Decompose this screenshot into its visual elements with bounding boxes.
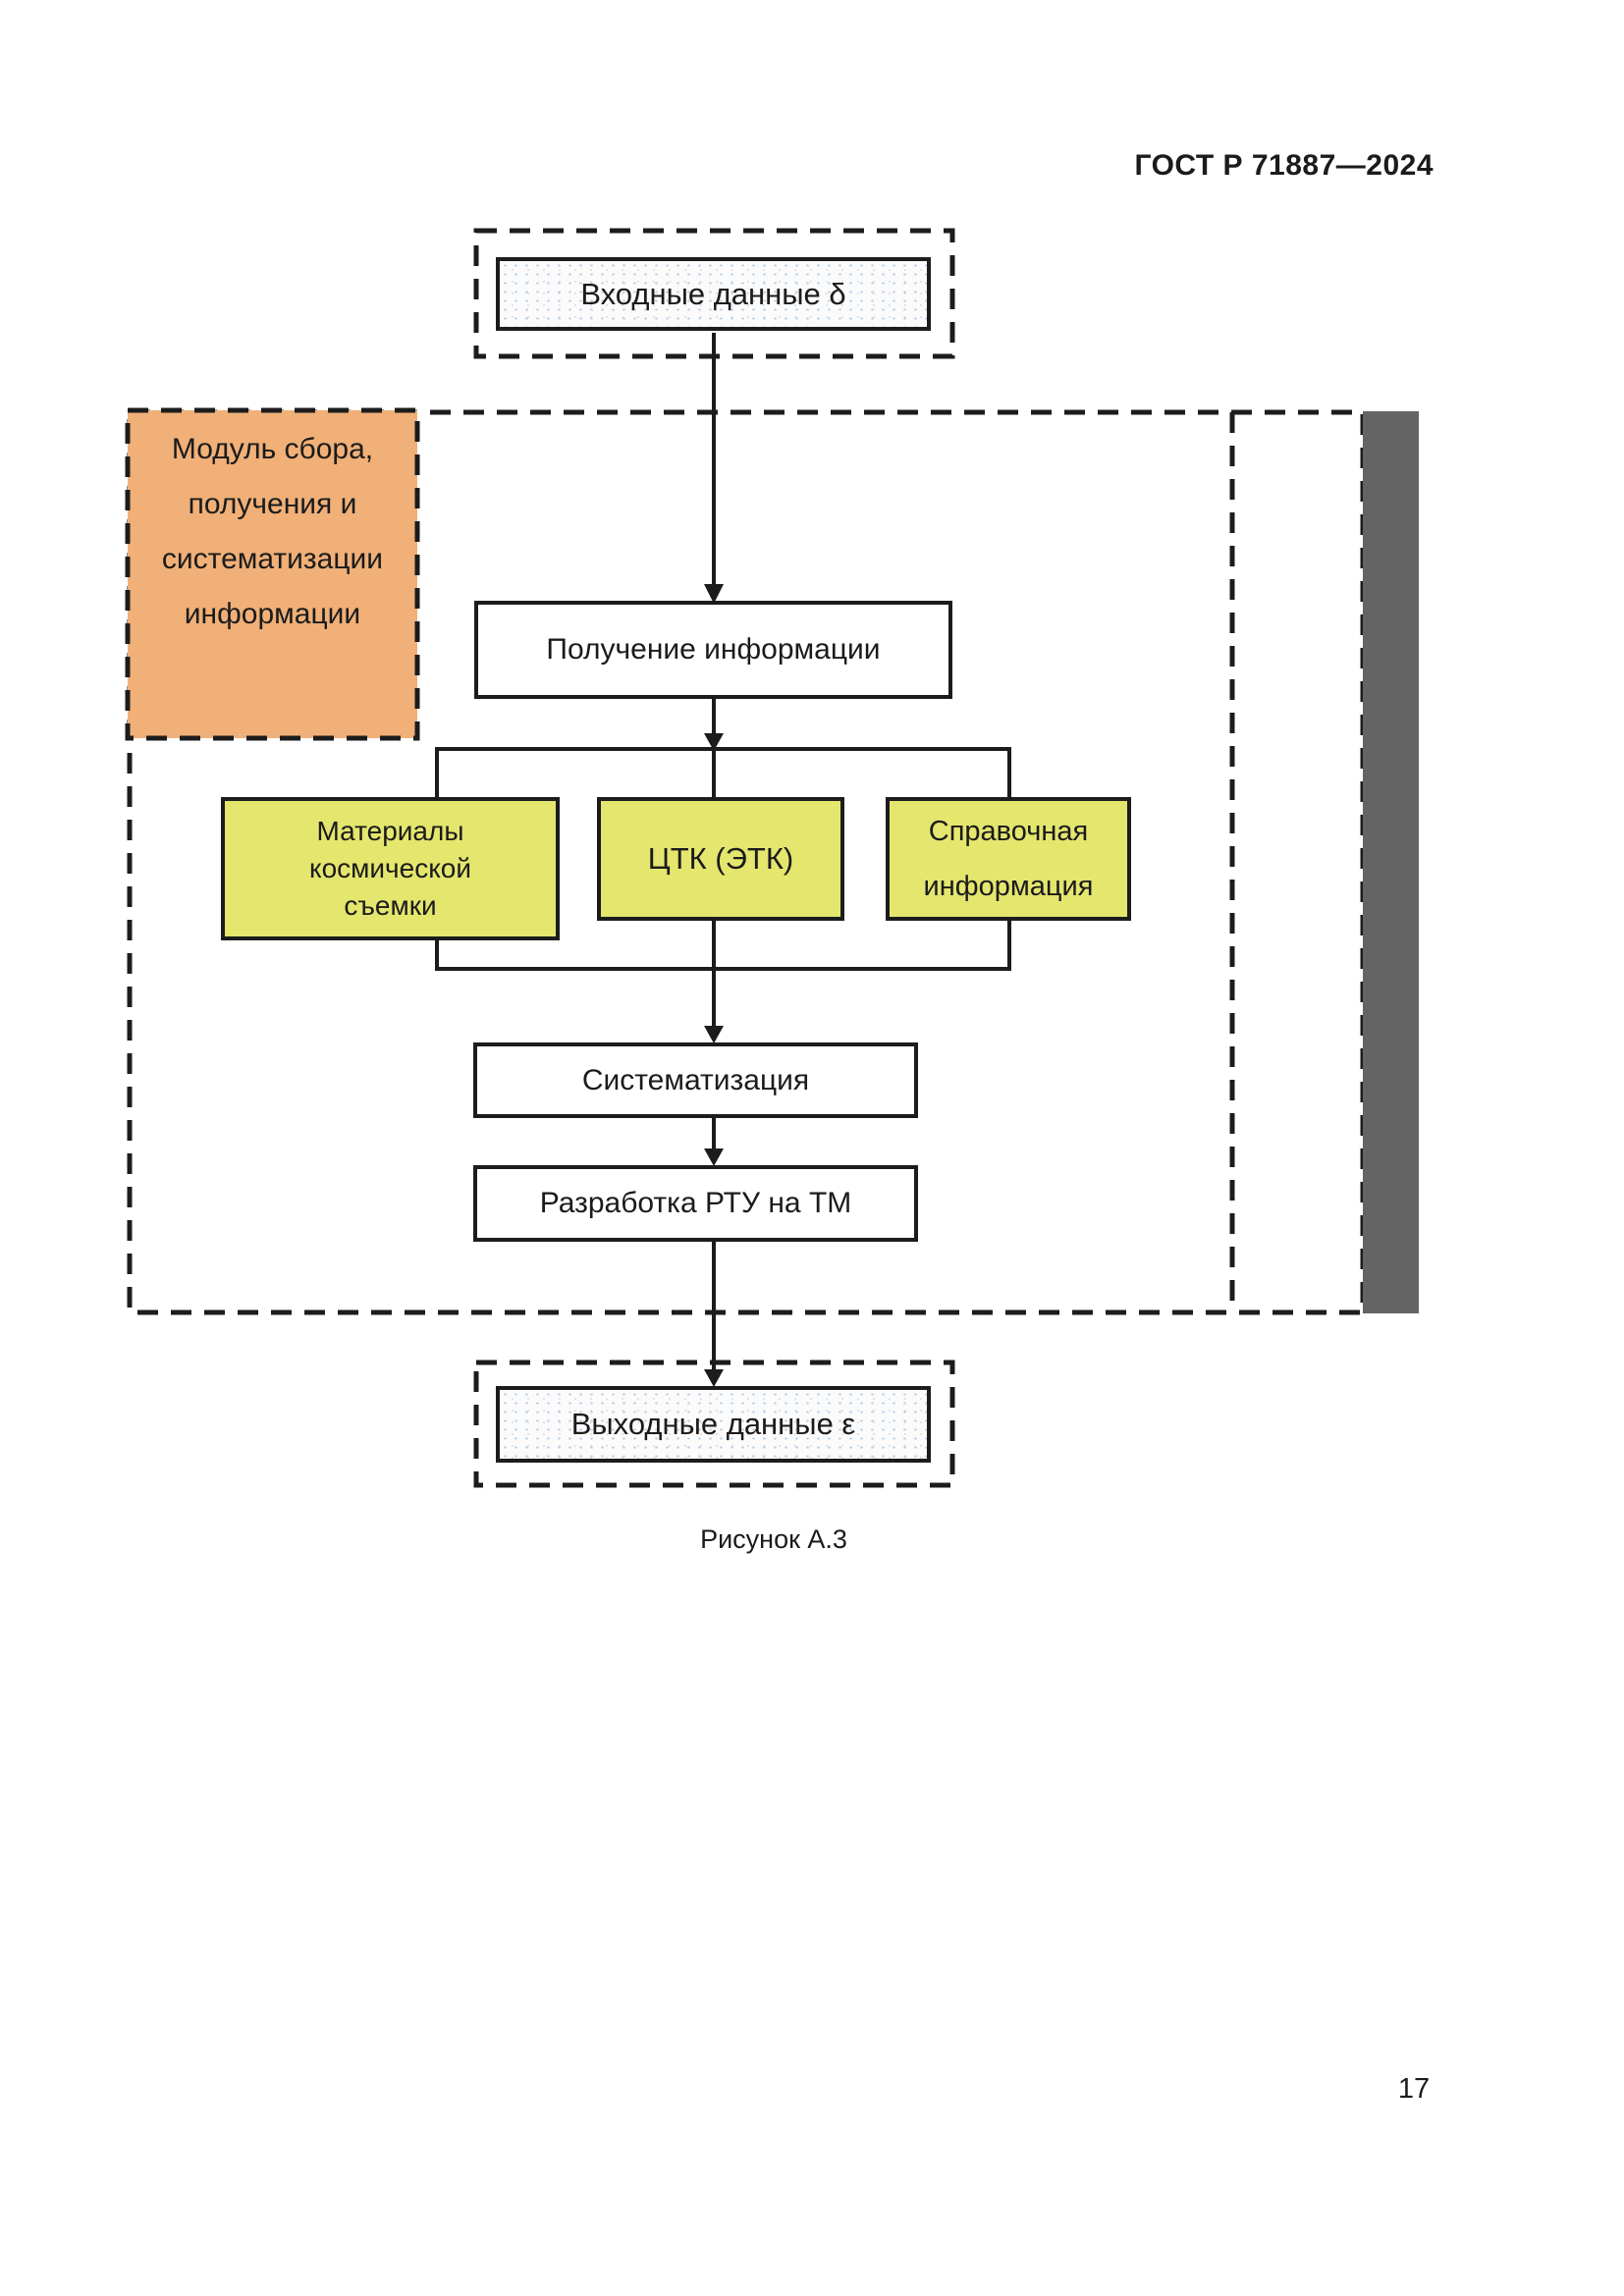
module-label-line: получения и — [188, 488, 357, 520]
figure-caption: Рисунок А.3 — [700, 1524, 847, 1554]
process-box-receive: Получение информации — [474, 601, 952, 699]
output-data-box: Выходные данные ε — [496, 1386, 931, 1463]
source-box-space-imagery: Материалы космической съемки — [221, 797, 560, 940]
arrowhead-into-output — [704, 1369, 724, 1387]
source-box-space-imagery-line: космической — [309, 853, 471, 883]
process-box-receive-label: Получение информации — [546, 633, 881, 666]
process-box-systematize: Систематизация — [473, 1042, 918, 1118]
source-box-reference: Справочная информация — [886, 797, 1131, 921]
process-box-develop: Разработка РТУ на ТМ — [473, 1165, 918, 1242]
module-label: Модуль сбора, получения и систематизации… — [128, 410, 417, 738]
process-box-develop-label: Разработка РТУ на ТМ — [539, 1187, 852, 1219]
arrowhead-into-systematize — [704, 1026, 724, 1043]
source-box-space-imagery-line: съемки — [344, 890, 437, 921]
module-label-line: Модуль сбора, — [171, 433, 374, 465]
process-box-systematize-label: Систематизация — [581, 1063, 810, 1096]
document-standard-number: ГОСТ Р 71887—2024 — [1134, 149, 1434, 182]
output-data-label: Выходные данные ε — [570, 1407, 856, 1441]
source-box-space-imagery-line: Материалы — [316, 816, 464, 846]
source-box-reference-line: информация — [923, 871, 1094, 902]
arrowhead-into-develop — [704, 1148, 724, 1166]
arrowhead-into-container — [704, 733, 724, 751]
source-box-reference-line: Справочная — [928, 816, 1089, 847]
source-box-ctk-label: ЦТК (ЭТК) — [647, 841, 794, 876]
module-label-box — [125, 407, 420, 741]
input-data-box: Входные данные δ — [496, 257, 931, 331]
module-label-line: систематизации — [161, 543, 384, 575]
arrowhead-into-receive — [704, 584, 724, 604]
source-box-ctk: ЦТК (ЭТК) — [597, 797, 844, 921]
page-number: 17 — [1397, 2073, 1431, 2105]
input-data-label: Входные данные δ — [580, 276, 846, 311]
module-label-line: информации — [184, 598, 361, 630]
module-side-bar — [1363, 411, 1419, 1313]
